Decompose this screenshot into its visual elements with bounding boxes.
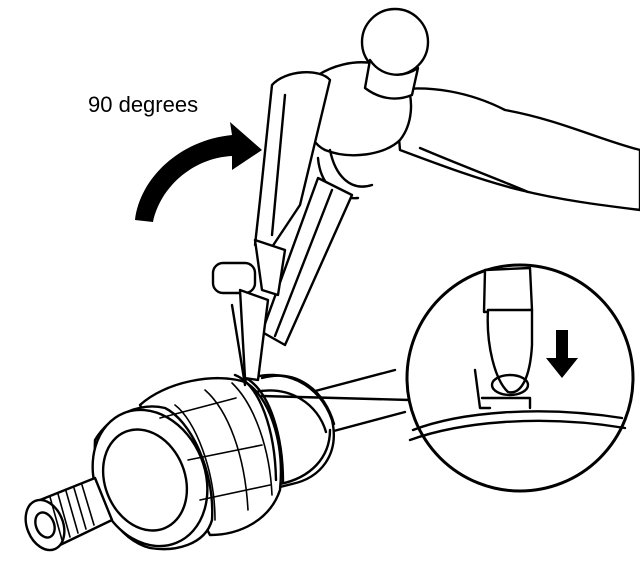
leader-line — [260, 394, 412, 402]
stub-shaft — [24, 476, 114, 552]
pliers-tool — [211, 71, 332, 387]
rotation-arrow — [135, 122, 262, 222]
hammer-head — [305, 7, 430, 200]
rotation-label: 90 degrees — [88, 92, 199, 117]
hand — [393, 87, 640, 212]
cv-joint-housing — [91, 373, 336, 551]
detail-magnifier — [405, 263, 635, 493]
